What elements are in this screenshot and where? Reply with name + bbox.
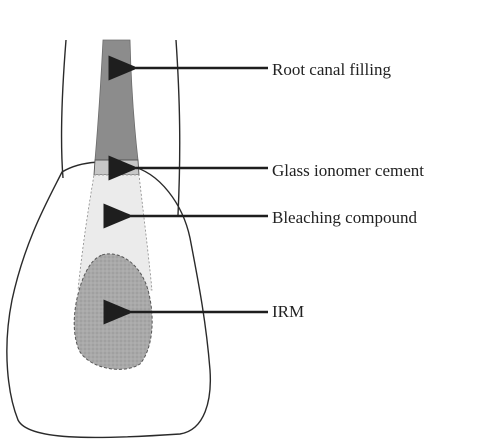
root-outline-left bbox=[62, 40, 66, 178]
label-glass-ionomer-cement: Glass ionomer cement bbox=[272, 161, 424, 181]
glass-ionomer-cement-shape bbox=[94, 160, 139, 175]
label-bleaching-compound: Bleaching compound bbox=[272, 208, 417, 228]
label-root-canal-filling: Root canal filling bbox=[272, 60, 391, 80]
root-canal-filling-shape bbox=[95, 40, 138, 160]
root-outline-right bbox=[176, 40, 180, 215]
label-irm: IRM bbox=[272, 302, 304, 322]
